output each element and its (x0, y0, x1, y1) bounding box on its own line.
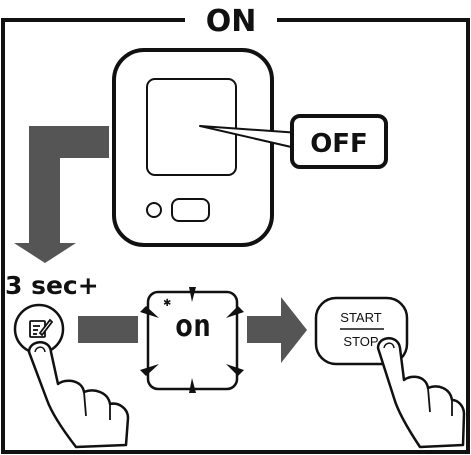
connector-bar (78, 316, 138, 343)
display-status-text: on (175, 309, 211, 344)
off-callout: OFF (199, 114, 388, 169)
monitor-screen (146, 78, 237, 176)
monitor-device (112, 48, 274, 247)
status-display: ✱ on (140, 287, 244, 393)
header-title: ON (206, 4, 257, 39)
down-arrow-icon (14, 126, 109, 263)
frame (1, 18, 470, 454)
hold-duration-label: 3 sec+ (5, 271, 99, 300)
bluetooth-icon: ✱ (163, 298, 171, 309)
start-label: START (340, 310, 381, 325)
monitor-main-button (171, 198, 210, 222)
memo-pencil-icon (29, 318, 54, 338)
stop-label: STOP (343, 334, 378, 349)
off-label: OFF (310, 129, 368, 159)
right-arrow-icon (247, 297, 307, 363)
memo-button[interactable] (13, 303, 65, 355)
finger-press-icon (27, 341, 130, 449)
finger-press-icon (376, 337, 466, 449)
monitor-small-button (146, 202, 162, 218)
flash-marks (140, 287, 244, 393)
